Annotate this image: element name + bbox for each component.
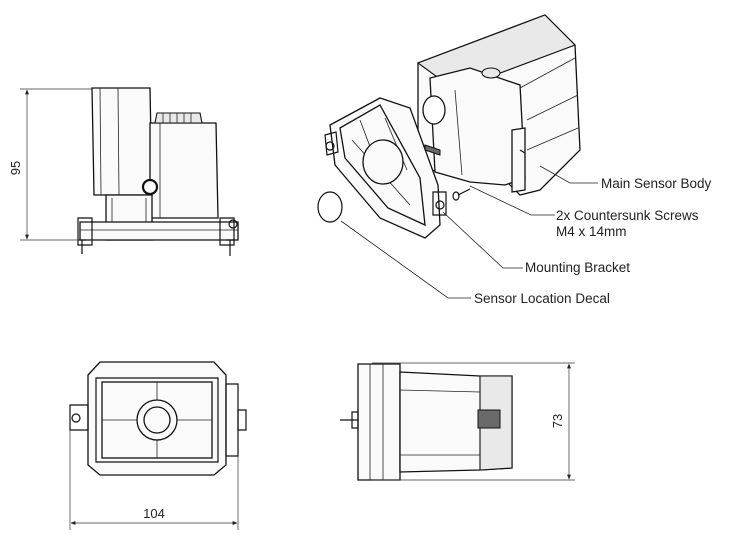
label-main-body: Main Sensor Body	[601, 176, 712, 191]
width-value: 104	[143, 506, 165, 521]
side-view	[340, 363, 513, 481]
front-port	[422, 95, 446, 125]
callouts: Main Sensor Body 2x Countersunk Screws M…	[340, 165, 712, 306]
depth-dimension: 73	[372, 362, 575, 481]
main-sensor-body	[416, 14, 581, 196]
height-value: 95	[8, 161, 23, 175]
label-screws-1: 2x Countersunk Screws	[556, 208, 699, 223]
top-view	[69, 361, 247, 476]
depth-value: 73	[550, 414, 565, 428]
front-view	[77, 87, 239, 256]
label-decal: Sensor Location Decal	[474, 291, 610, 306]
label-bracket: Mounting Bracket	[525, 260, 630, 275]
isometric-view	[317, 14, 581, 239]
height-dimension: 95	[8, 88, 92, 241]
width-dimension: 104	[69, 430, 239, 530]
sensor-decal	[317, 191, 343, 223]
nut-teeth	[162, 113, 192, 123]
screws	[452, 149, 526, 201]
label-screws-2: M4 x 14mm	[556, 224, 627, 239]
port-circle	[141, 178, 159, 196]
